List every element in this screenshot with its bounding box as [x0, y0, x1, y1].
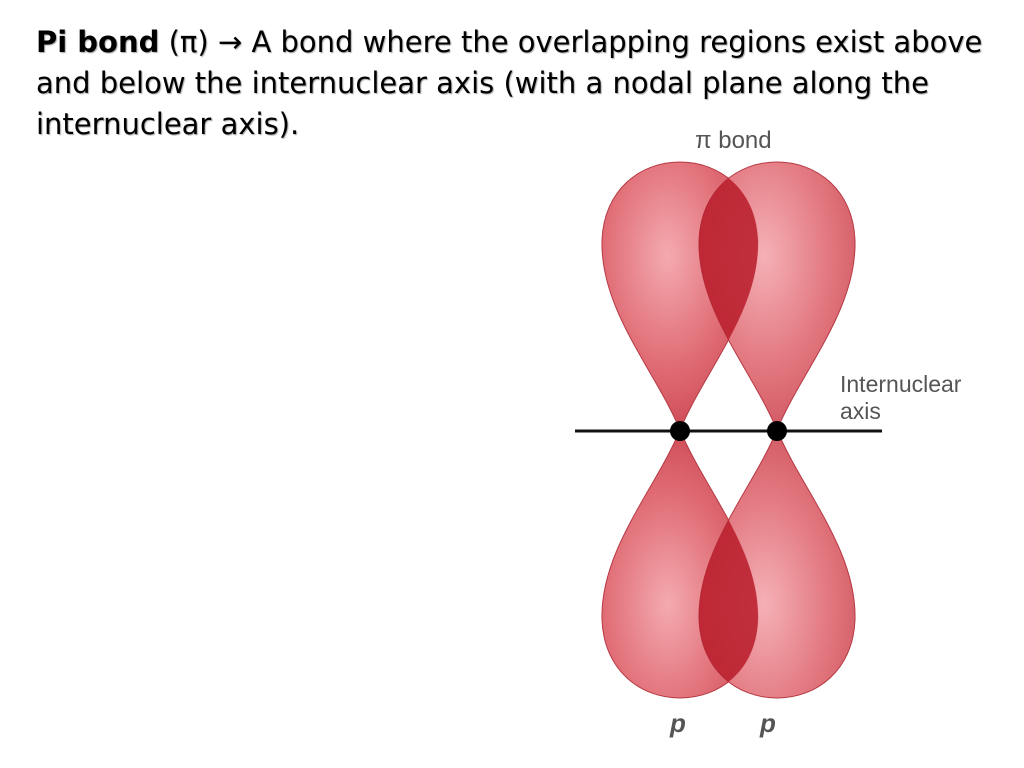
axis-label-line1: Internuclear	[840, 371, 962, 397]
orbital-right-label: p	[759, 708, 776, 738]
definition-text: Pi bond (π) → A bond where the overlappi…	[36, 22, 996, 145]
nucleus-right	[767, 421, 787, 441]
pi-bond-label: π bond	[695, 127, 772, 154]
term-pi-bond: Pi bond	[36, 25, 160, 59]
arrow-icon: →	[217, 25, 243, 59]
nucleus-left	[670, 421, 690, 441]
pi-symbol: (π)	[168, 25, 209, 59]
axis-label-line2: axis	[840, 398, 881, 424]
orbital-left-label: p	[669, 708, 686, 738]
definition-body: A bond where the overlapping regions exi…	[36, 25, 983, 141]
